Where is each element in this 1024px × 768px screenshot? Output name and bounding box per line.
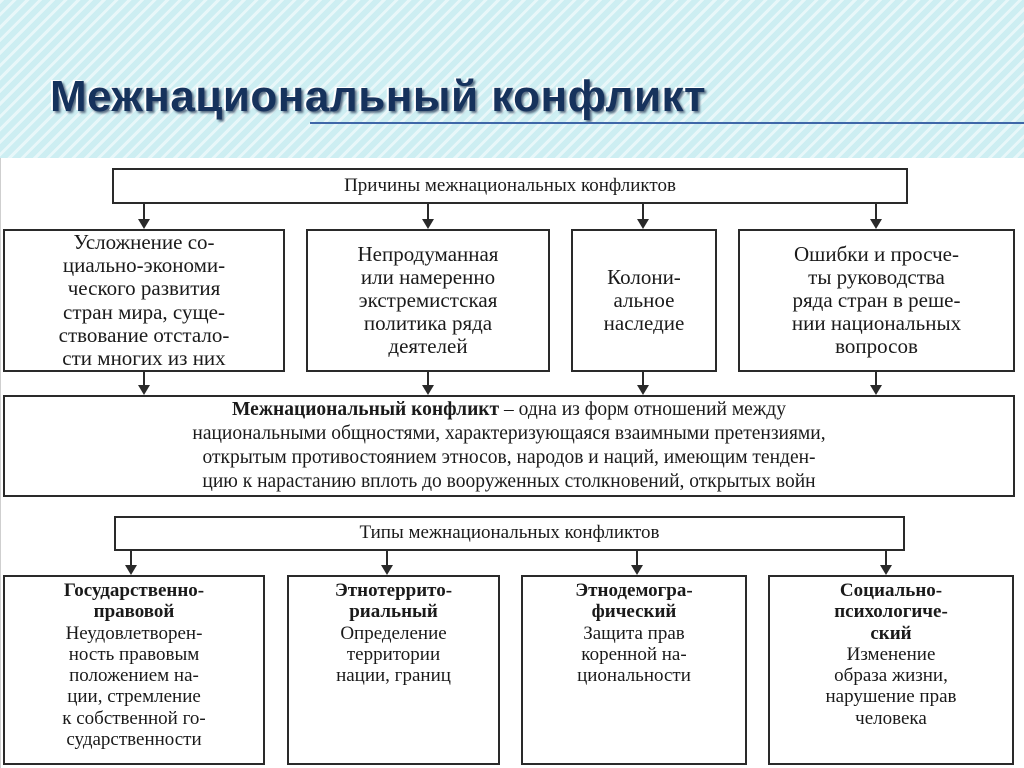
cause-text-line: Усложнение со- — [73, 230, 215, 255]
cause-text-line: ствование отстало- — [58, 322, 230, 347]
arrowhead-icon — [637, 385, 649, 395]
arrowhead-icon — [880, 565, 892, 575]
type-box-ethno-territorial: Этнотеррито- риальный Определение террит… — [287, 575, 500, 765]
type-desc-line: к собственной го- — [62, 707, 206, 729]
cause-box-socio-economic: Усложнение со- циально-экономи- ческого … — [3, 229, 285, 372]
arrowhead-icon — [381, 565, 393, 575]
type-desc-line: ции, стремление — [67, 686, 201, 708]
cause-text-line: Колони- — [607, 264, 681, 289]
definition-line-2: национальными общностями, характеризующа… — [192, 423, 826, 445]
type-desc-line: Защита прав — [583, 622, 685, 644]
type-name-line: Социально- — [839, 580, 943, 601]
definition-line-1-rest: – одна из форм отношений между — [499, 399, 786, 421]
cause-text-line: альное — [613, 287, 675, 312]
arrowhead-icon — [631, 565, 643, 575]
cause-box-leadership-errors: Ошибки и просче- ты руководства ряда стр… — [738, 229, 1015, 372]
definition-line-4: цию к нарастанию вплоть до вооруженных с… — [202, 470, 816, 492]
definition-line-1: Межнациональный конфликт – одна из форм … — [232, 398, 786, 422]
type-desc-line: циональности — [577, 665, 691, 687]
type-desc-line: положением на- — [69, 665, 199, 687]
type-desc-line: образа жизни, — [834, 665, 948, 687]
title-underline — [310, 122, 1024, 124]
arrowhead-icon — [637, 219, 649, 229]
type-name-line: ский — [870, 622, 912, 644]
type-name-line: Этнотеррито- — [334, 580, 453, 601]
type-box-state-legal: Государственно- правовой Неудовлетворен-… — [3, 575, 265, 765]
types-header-text: Типы межнациональных конфликтов — [359, 522, 660, 544]
arrowhead-icon — [422, 385, 434, 395]
type-desc-line: человека — [855, 707, 927, 729]
cause-text-line: наследие — [603, 311, 685, 336]
type-desc-line: Определение — [340, 622, 447, 644]
definition-line-3: открытым противостоянием этносов, народо… — [202, 447, 816, 468]
type-box-socio-psychological: Социально- психологиче- ский Изменение о… — [768, 575, 1014, 765]
cause-text-line: деятелей — [388, 334, 468, 359]
cause-box-extremist-policy: Непродуманная или намеренно экстремистск… — [306, 229, 550, 372]
type-name-line: психологиче- — [834, 601, 948, 623]
cause-text-line: ряда стран в реше- — [792, 287, 961, 312]
cause-text-line: вопросов — [835, 334, 918, 359]
type-name-line: фический — [591, 601, 677, 623]
cause-text-line: стран мира, суще- — [63, 299, 225, 324]
type-desc-line: нации, границ — [336, 665, 451, 687]
definition-box: Межнациональный конфликт – одна из форм … — [3, 395, 1015, 497]
type-name-line: Государственно- — [63, 580, 205, 601]
cause-text-line: нии национальных — [791, 311, 962, 336]
cause-text-line: циально-экономи- — [62, 253, 226, 278]
causes-header-box: Причины межнациональных конфликтов — [112, 168, 908, 204]
page-title: Межнациональный конфликт — [50, 72, 707, 121]
arrowhead-icon — [138, 385, 150, 395]
cause-text-line: или намеренно — [360, 264, 496, 289]
type-box-ethno-demographic: Этнодемогра- фический Защита прав коренн… — [521, 575, 747, 765]
type-name-line: риальный — [349, 601, 438, 623]
cause-text-line: Ошибки и просче- — [794, 241, 959, 266]
type-desc-line: ность правовым — [68, 643, 200, 665]
header-band — [0, 0, 1024, 160]
arrowhead-icon — [138, 219, 150, 229]
definition-term: Межнациональный конфликт — [232, 399, 500, 421]
type-name-line: Этнодемогра- — [575, 580, 693, 601]
cause-box-colonial-legacy: Колони- альное наследие — [571, 229, 717, 372]
cause-text-line: политика ряда — [363, 311, 493, 336]
arrowhead-group — [125, 219, 892, 575]
causes-header-text: Причины межнациональных конфликтов — [344, 174, 676, 196]
type-name-line: правовой — [93, 601, 175, 623]
arrowhead-icon — [870, 219, 882, 229]
type-desc-line: Изменение — [846, 643, 936, 665]
arrowhead-icon — [870, 385, 882, 395]
cause-text-line: Непродуманная — [357, 241, 499, 266]
type-desc-line: территории — [346, 643, 441, 665]
cause-text-line: сти многих из них — [62, 345, 226, 370]
arrowhead-icon — [422, 219, 434, 229]
type-desc-line: коренной на- — [581, 643, 687, 665]
types-header-box: Типы межнациональных конфликтов — [114, 516, 905, 551]
type-desc-line: нарушение прав — [825, 686, 957, 708]
type-desc-line: сударственности — [66, 728, 202, 750]
cause-text-line: ты руководства — [808, 264, 945, 289]
cause-text-line: ческого развития — [67, 276, 221, 301]
arrowhead-icon — [125, 565, 137, 575]
type-desc-line: Неудовлетворен- — [65, 622, 203, 644]
cause-text-line: экстремистская — [358, 287, 498, 312]
